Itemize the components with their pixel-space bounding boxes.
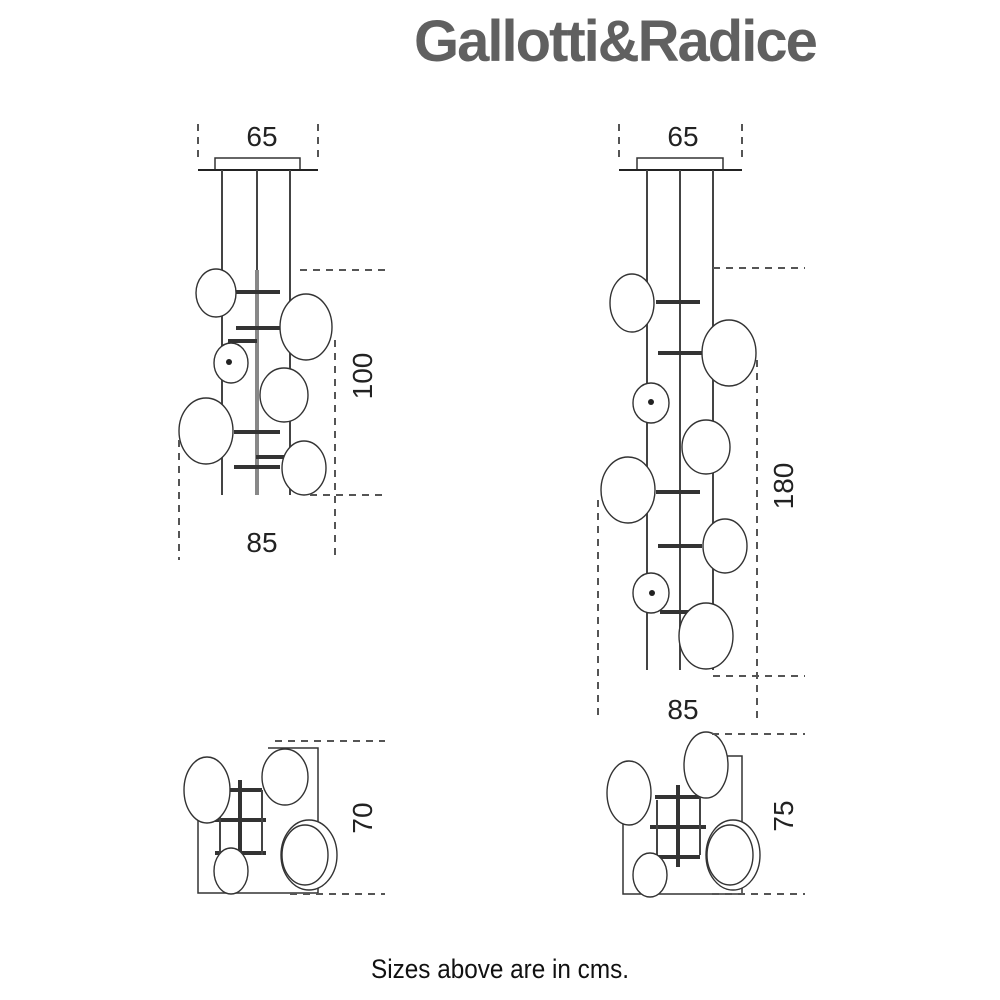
small-elevation: 65 100 85 [178, 121, 385, 560]
small-width-label: 85 [246, 527, 277, 558]
small-plan-view: 70 [183, 740, 385, 895]
large-depth-label: 75 [768, 800, 799, 831]
units-caption: Sizes above are in cms. [371, 954, 629, 984]
small-depth-label: 70 [347, 802, 378, 833]
large-elevation: 65 180 85 [597, 121, 805, 725]
large-width-label: 85 [667, 694, 698, 725]
large-top-width-label: 65 [667, 121, 698, 152]
large-height-label: 180 [768, 463, 799, 510]
brand-logo: Gallotti&Radice [414, 9, 818, 74]
small-height-label: 100 [347, 353, 378, 400]
small-top-width-label: 65 [246, 121, 277, 152]
large-plan-view: 75 [606, 731, 805, 898]
